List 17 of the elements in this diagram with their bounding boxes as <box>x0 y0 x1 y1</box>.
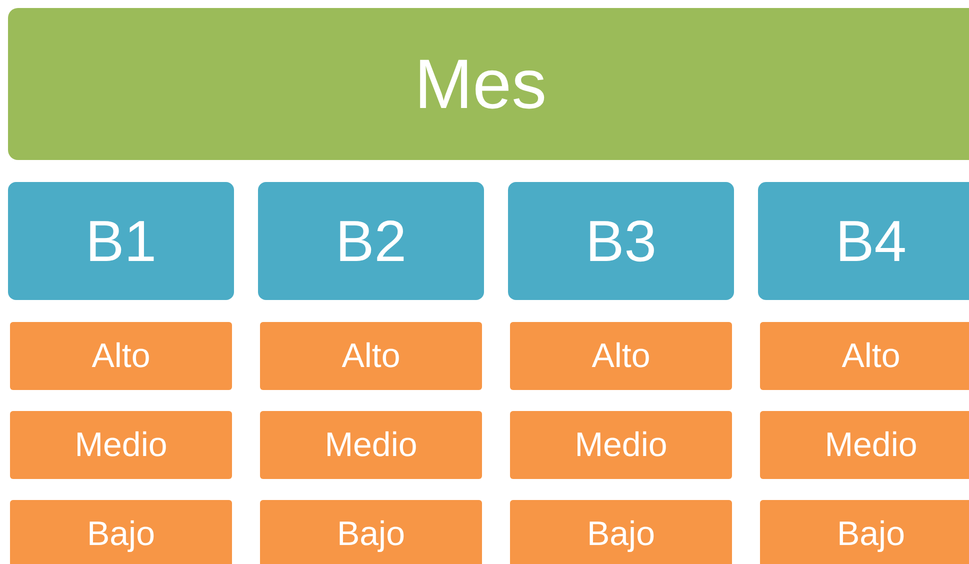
column-header-box: B2 <box>258 182 484 300</box>
column-header-box: B3 <box>508 182 734 300</box>
level-box: Medio <box>510 411 732 479</box>
level-box: Alto <box>510 322 732 390</box>
column-header-box: B4 <box>758 182 969 300</box>
level-box: Bajo <box>260 500 482 564</box>
level-box: Alto <box>10 322 232 390</box>
header-box: Mes <box>8 8 969 160</box>
level-box: Bajo <box>760 500 969 564</box>
level-box: Bajo <box>510 500 732 564</box>
level-box: Alto <box>260 322 482 390</box>
level-box: Medio <box>260 411 482 479</box>
level-box: Medio <box>10 411 232 479</box>
level-box: Bajo <box>10 500 232 564</box>
level-box: Alto <box>760 322 969 390</box>
column-header-box: B1 <box>8 182 234 300</box>
level-box: Medio <box>760 411 969 479</box>
